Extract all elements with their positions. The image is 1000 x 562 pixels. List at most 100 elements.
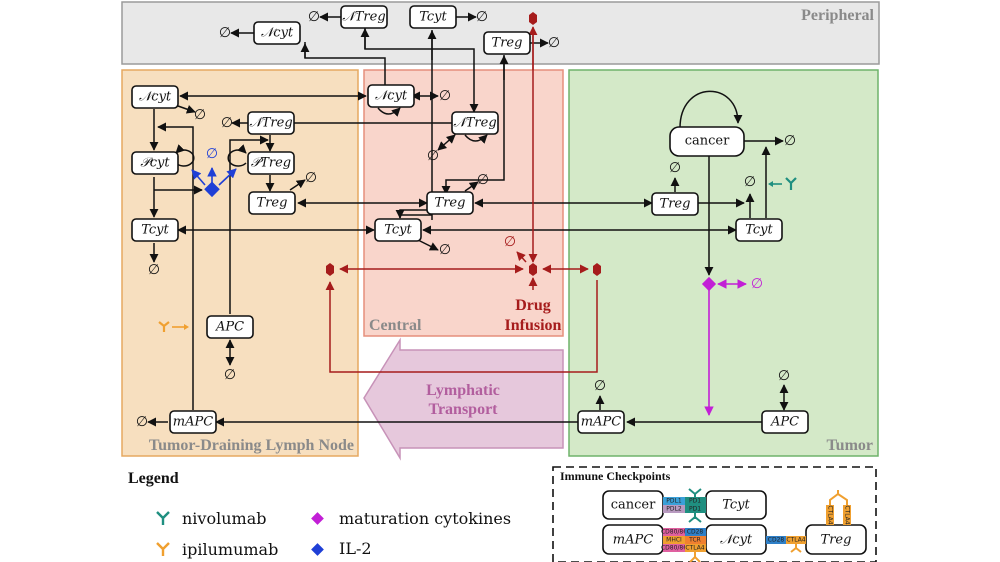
legend-item-maturation-cytokines: maturation cytokines [311, 509, 511, 528]
legend: Legend nivolumab ipilumumab maturation c… [128, 470, 511, 559]
node-central-ntreg[interactable]: 𝒩Treg [451, 111, 499, 135]
svg-text:cancer: cancer [685, 134, 730, 149]
svg-text:IL-2: IL-2 [339, 539, 372, 558]
lymphatic-transport-label-2: Transport [428, 401, 498, 418]
svg-text:𝒩Treg: 𝒩Treg [453, 116, 496, 131]
node-central-tcyt[interactable]: Tcyt [374, 218, 422, 242]
svg-text:cancer: cancer [611, 498, 656, 513]
empty-set: ∅ [669, 160, 681, 176]
empty-set: ∅ [221, 115, 233, 131]
legend-title: Legend [128, 470, 179, 487]
svg-text:𝒩cyt: 𝒩cyt [261, 26, 294, 41]
empty-set: ∅ [778, 368, 790, 384]
diamond-icon [311, 543, 324, 556]
svg-text:Treg: Treg [821, 533, 852, 548]
node-central-ncyt[interactable]: 𝒩cyt [367, 84, 415, 108]
nivolumab-bound-icon [688, 488, 702, 497]
region-peripheral-label: Peripheral [801, 7, 874, 24]
immune-checkpoints-panel: Immune Checkpoints cancer Tcyt mAPC 𝒩cyt… [552, 466, 877, 562]
node-lymph-ntreg[interactable]: 𝒩Treg [247, 111, 295, 135]
node-lymph-tcyt[interactable]: Tcyt [131, 218, 179, 242]
svg-text:Treg: Treg [492, 36, 523, 51]
svg-text:CD28: CD28 [687, 529, 704, 536]
drug-empty: ∅ [504, 234, 516, 250]
node-lymph-treg[interactable]: Treg [248, 191, 296, 215]
empty-set: ∅ [148, 262, 160, 278]
svg-text:PDL1: PDL1 [666, 498, 682, 505]
empty-set-symbols: ∅ ∅ ∅ ∅ ∅ ∅ ∅ ∅ ∅ ∅ ∅ ∅ ∅ ∅ ∅ ∅ ∅ ∅ ∅ [136, 9, 796, 430]
node-tumor-apc[interactable]: APC [761, 410, 809, 434]
svg-text:𝒫Treg: 𝒫Treg [251, 156, 291, 171]
node-tumor-treg[interactable]: Treg [651, 192, 699, 216]
il2-node: ∅ [191, 146, 237, 198]
svg-text:Tcyt: Tcyt [745, 223, 773, 238]
drug-peripheral-icon [529, 12, 537, 25]
diamond-icon [311, 512, 324, 525]
svg-text:CTLA4: CTLA4 [844, 505, 851, 524]
ipilumumab-bound-icon [689, 552, 701, 562]
empty-set: ∅ [784, 133, 796, 149]
svg-text:PDL2: PDL2 [666, 506, 682, 513]
svg-text:𝒩Treg: 𝒩Treg [249, 116, 292, 131]
maturation-diamond-icon [701, 276, 717, 292]
svg-text:𝒩cyt: 𝒩cyt [720, 533, 753, 548]
empty-set: ∅ [439, 242, 451, 258]
svg-text:CTLA4: CTLA4 [827, 505, 834, 524]
node-central-treg[interactable]: Treg [426, 191, 474, 215]
svg-text:𝒫cyt: 𝒫cyt [140, 156, 170, 171]
node-peripheral-ntreg[interactable]: 𝒩Treg [340, 5, 388, 29]
immune-checkpoints-title: Immune Checkpoints [560, 469, 671, 483]
svg-text:Tcyt: Tcyt [722, 498, 750, 513]
node-lymph-ptreg[interactable]: 𝒫Treg [247, 151, 295, 175]
node-peripheral-tcyt[interactable]: Tcyt [409, 5, 457, 29]
empty-set: ∅ [194, 107, 206, 123]
il2-diamond-icon [204, 181, 220, 198]
node-tumor-cancer[interactable]: cancer [669, 126, 745, 157]
region-lymph-node-label: Tumor-Draining Lymph Node [149, 437, 354, 454]
svg-text:Treg: Treg [660, 197, 691, 212]
svg-text:Treg: Treg [435, 196, 466, 211]
region-central-label: Central [369, 317, 422, 334]
empty-set: ∅ [224, 367, 236, 383]
node-peripheral-treg[interactable]: Treg [483, 31, 531, 55]
svg-text:mAPC: mAPC [613, 533, 653, 548]
drug-lymph-icon [326, 263, 334, 276]
node-tumor-mapc[interactable]: mAPC [577, 410, 625, 434]
empty-set: ∅ [744, 174, 756, 190]
nivolumab-antibody-icon [785, 177, 797, 190]
lymphatic-transport-label-1: Lymphatic [426, 382, 500, 399]
checkpoint-treg-cell: Treg [805, 524, 867, 555]
il2-empty: ∅ [206, 146, 218, 162]
region-tumor-label: Tumor [826, 437, 873, 454]
svg-text:APC: APC [770, 415, 799, 430]
svg-text:maturation cytokines: maturation cytokines [339, 509, 511, 528]
svg-text:𝒩cyt: 𝒩cyt [375, 89, 408, 104]
nodes: 𝒩cyt 𝒩Treg Tcyt Treg 𝒩cyt 𝒩Treg 𝒫cyt 𝒫Tr… [131, 5, 809, 434]
region-lymph-node [121, 69, 359, 457]
drug-tumor-icon [593, 263, 601, 276]
empty-set: ∅ [305, 170, 317, 186]
node-peripheral-ncyt[interactable]: 𝒩cyt [253, 21, 301, 45]
node-lymph-ncyt[interactable]: 𝒩cyt [131, 85, 179, 109]
ipilumumab-marker [158, 321, 189, 332]
svg-text:CTLA4: CTLA4 [685, 545, 704, 552]
drug-infusion-label-1: Drug [515, 297, 551, 314]
checkpoint-mapc-cell: mAPC [602, 524, 664, 555]
node-lymph-pcyt[interactable]: 𝒫cyt [131, 151, 179, 175]
lymphatic-transport-arrow [363, 337, 564, 461]
svg-text:CD80/86: CD80/86 [661, 545, 687, 552]
svg-text:TCR: TCR [688, 537, 701, 544]
svg-text:𝒩Treg: 𝒩Treg [342, 10, 385, 25]
antibody-icon [156, 542, 170, 556]
empty-set: ∅ [548, 35, 560, 51]
legend-item-ipilumumab: ipilumumab [156, 540, 278, 559]
node-tumor-tcyt[interactable]: Tcyt [735, 218, 783, 242]
legend-item-il2: IL-2 [311, 539, 372, 558]
svg-text:CTLA4: CTLA4 [786, 537, 805, 544]
node-lymph-mapc[interactable]: mAPC [169, 410, 217, 434]
node-lymph-apc[interactable]: APC [206, 315, 254, 339]
svg-text:MHCI: MHCI [666, 537, 682, 544]
edges [147, 12, 789, 427]
svg-text:PD1: PD1 [689, 506, 701, 513]
svg-text:Tcyt: Tcyt [419, 10, 447, 25]
